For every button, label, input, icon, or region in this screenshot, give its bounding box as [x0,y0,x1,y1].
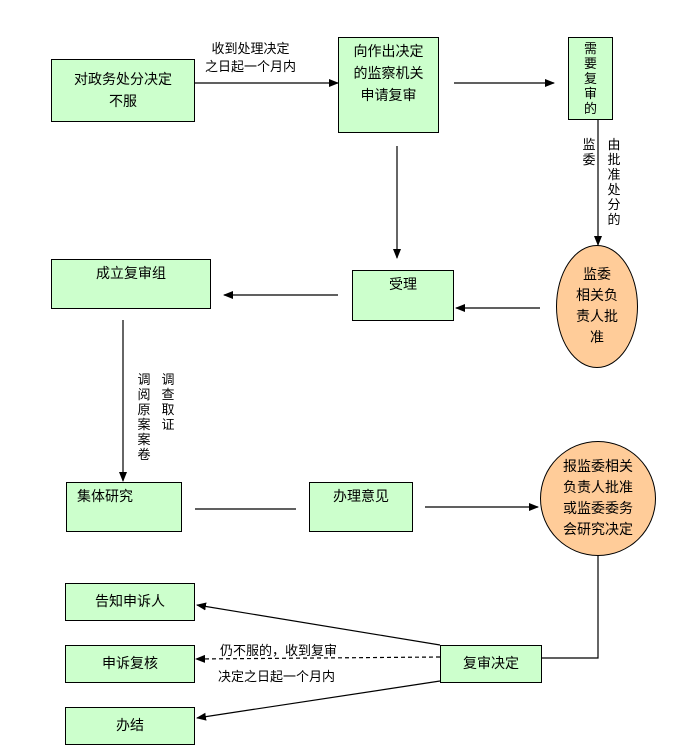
node-not-satisfied: 对政务处分决定 不服 [51,59,195,122]
node-approve: 监委 相关负 责人批 准 [556,245,638,368]
node-collective-study-text: 集体研究 [77,489,133,505]
node-accept: 受理 [352,270,454,321]
node-review-decision-text: 复审决定 [463,656,519,672]
label-consult-files: 调阅原案案卷 [137,373,151,463]
label-jianwei: 监委 [582,138,596,168]
node-report-approve: 报监委相关 负责人批准 或监委委务 会研究决定 [540,441,656,556]
node-handling-opinion-text: 办理意见 [333,489,389,505]
node-close-case-text: 办结 [116,718,144,734]
node-notify-text: 告知申诉人 [95,594,165,610]
node-review-decision: 复审决定 [440,645,542,683]
node-apply-review-text: 向作出决定 的监察机关 申请复审 [353,44,424,104]
arrow-decision-to-recheck [195,654,441,663]
label-investigate: 调查取证 [161,373,175,433]
node-notify: 告知申诉人 [65,583,195,621]
node-handling-opinion: 办理意见 [309,482,413,532]
label-within-month: 收到处理决定 之日起一个月内 [205,42,297,75]
node-accept-text: 受理 [389,277,417,293]
node-appeal-recheck: 申诉复核 [65,645,195,683]
node-form-group-text: 成立复审组 [96,266,166,282]
node-close-case: 办结 [65,707,195,745]
node-approve-text: 监委 相关负 责人批 准 [576,266,618,346]
node-not-satisfied-text: 对政务处分决定 不服 [74,71,172,110]
label-still-dissatisfied-2: 决定之日起一个月内 [218,670,336,685]
node-appeal-recheck-text: 申诉复核 [102,656,158,672]
node-form-group: 成立复审组 [51,259,211,309]
label-by-approver: 由批准处分的 [607,138,621,228]
arrow-decision-to-notify [196,602,441,646]
arrow-decision-to-close [196,680,441,721]
node-collective-study: 集体研究 [66,482,182,532]
node-apply-review: 向作出决定 的监察机关 申请复审 [338,37,439,133]
node-needs-review-text: 需要复审的 [583,42,597,117]
node-report-approve-text: 报监委相关 负责人批准 或监委委务 会研究决定 [563,458,633,538]
label-still-dissatisfied-1: 仍不服的，收到复审 [220,644,338,659]
line-report-to-decision [542,556,599,659]
node-needs-review: 需要复审的 [568,37,613,120]
